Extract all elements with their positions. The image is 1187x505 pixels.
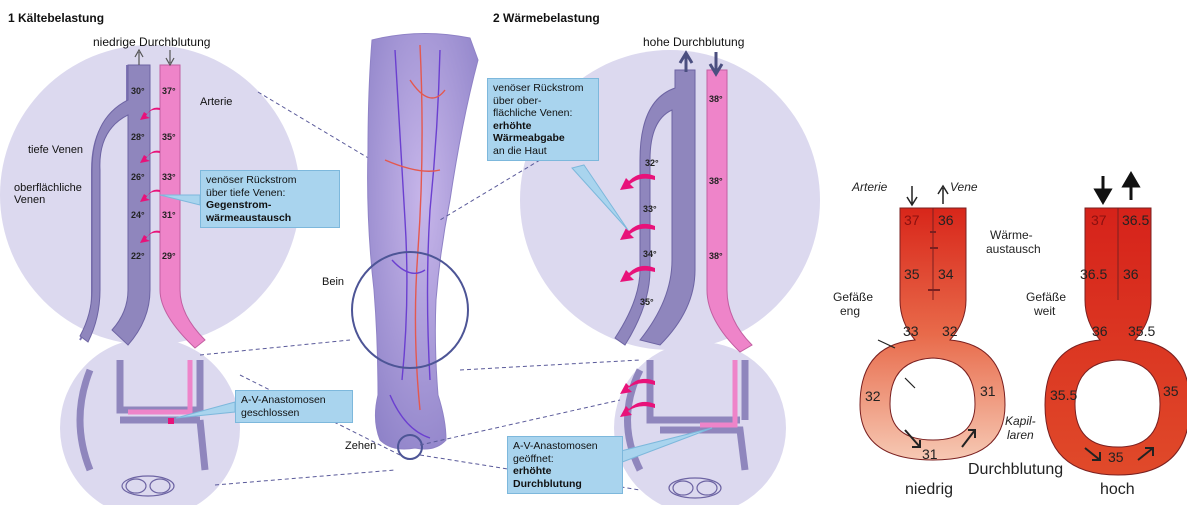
panel2-av-line: Durchblutung (513, 478, 617, 491)
right-loop-temp: 37 (1091, 212, 1107, 228)
panel2-vein-temp: 35° (640, 297, 654, 307)
left-loop-temp: 37 (904, 212, 920, 228)
panel2-av-line: erhöhte (513, 465, 617, 478)
panel1-callout-box: venöser Rückstrom über tiefe Venen: Gege… (200, 170, 340, 228)
right-loop (1045, 208, 1187, 475)
kapil-label-1: Kapil- (1005, 414, 1036, 428)
panel1-artery-temp: 31° (162, 210, 176, 220)
left-loop-up-arrow (938, 186, 948, 204)
panel2-av-line: geöffnet: (513, 453, 617, 466)
bein-label: Bein (322, 276, 344, 289)
gefaesse-eng-label-1: Gefäße (833, 290, 873, 304)
right-loop-down-arrow (1096, 176, 1110, 202)
panel1-av-line: geschlossen (241, 407, 347, 420)
panel1-box-line: venöser Rückstrom (206, 174, 334, 187)
panel2-av-line: A-V-Anastomosen (513, 440, 617, 453)
panel1-title: 1 Kältebelastung (8, 12, 104, 25)
panel1-arterie-label: Arterie (200, 96, 232, 109)
panel2-box-line: flächliche Venen: (493, 107, 593, 120)
right-loop-temp: 36 (1123, 266, 1139, 282)
right-loop-temp: 35 (1108, 449, 1124, 465)
panel2-box-line: erhöhte (493, 120, 593, 133)
left-loop-temp: 32 (865, 388, 881, 404)
right-loop-temp: 36.5 (1122, 212, 1149, 228)
panel2-artery-temp: 38° (709, 251, 723, 261)
left-loop-temp: 32 (942, 323, 958, 339)
hoch-label: hoch (1100, 483, 1135, 497)
panel1-top-label: niedrige Durchblutung (93, 36, 210, 49)
panel1-box-line: Gegenstrom- (206, 199, 334, 212)
gefaesse-eng-label-2: eng (840, 304, 860, 318)
niedrig-label: niedrig (905, 483, 953, 497)
gefaesse-weit-label-1: Gefäße (1026, 290, 1066, 304)
panel2-title: 2 Wärmebelastung (493, 12, 600, 25)
panel2-box-line: über ober- (493, 95, 593, 108)
panel1-av-line: A-V-Anastomosen (241, 394, 347, 407)
left-loop-temp: 34 (938, 266, 954, 282)
left-loop-temp: 36 (938, 212, 954, 228)
durchblutung-label: Durchblutung (968, 463, 1063, 477)
left-loop-temp: 33 (903, 323, 919, 339)
left-loop-temp: 31 (922, 446, 938, 462)
right-vene-label: Vene (950, 180, 978, 194)
panel1-box-line: über tiefe Venen: (206, 187, 334, 200)
panel1-artery-temp: 29° (162, 251, 176, 261)
panel2-box-line: an die Haut (493, 145, 593, 158)
panel1-artery-temp: 35° (162, 132, 176, 142)
waerme-label-1: Wärme- (990, 228, 1033, 242)
panel2-vein-temp: 33° (643, 204, 657, 214)
panel1-oberflaechliche-label-2: Venen (14, 194, 45, 207)
right-loop-temp: 35.5 (1050, 387, 1077, 403)
panel2-callout-box: venöser Rückstrom über ober- flächliche … (487, 78, 599, 161)
panel1-tiefe-venen-label: tiefe Venen (28, 144, 83, 157)
leg-shape (368, 33, 478, 449)
panel2-box-line: Wärmeabgabe (493, 132, 593, 145)
gefaesse-weit-label-2: weit (1034, 304, 1055, 318)
panel1-box-line: wärmeaustausch (206, 212, 334, 225)
right-loop-temp: 35.5 (1128, 323, 1155, 339)
panel1-vein-temp: 30° (131, 86, 145, 96)
right-loop-up-arrow (1124, 174, 1138, 200)
right-loop-temp: 36 (1092, 323, 1108, 339)
panel1-artery-temp: 37° (162, 86, 176, 96)
panel1-vein-temp: 26° (131, 172, 145, 182)
panel1-av-box: A-V-Anastomosen geschlossen (235, 390, 353, 423)
panel2-artery-temp: 38° (709, 94, 723, 104)
panel2-av-box: A-V-Anastomosen geöffnet: erhöhte Durchb… (507, 436, 623, 494)
panel1-vein-temp: 28° (131, 132, 145, 142)
panel1-anastomosis-mark (168, 418, 174, 424)
left-loop-temp: 35 (904, 266, 920, 282)
right-loop-temp: 36.5 (1080, 266, 1107, 282)
panel1-vein-temp: 22° (131, 251, 145, 261)
zehen-label: Zehen (345, 440, 376, 453)
panel1-artery-temp: 33° (162, 172, 176, 182)
left-loop-down-arrow (907, 186, 917, 205)
panel1-vein-temp: 24° (131, 210, 145, 220)
panel2-box-line: venöser Rückstrom (493, 82, 593, 95)
panel2-vein-temp: 34° (643, 249, 657, 259)
waerme-label-2: austausch (986, 242, 1041, 256)
right-loop-temp: 35 (1163, 383, 1179, 399)
right-arterie-label: Arterie (852, 180, 887, 194)
panel2-top-label: hohe Durchblutung (643, 36, 744, 49)
panel2-vein-temp: 32° (645, 158, 659, 168)
panel2-artery-temp: 38° (709, 176, 723, 186)
left-loop-temp: 31 (980, 383, 996, 399)
kapil-label-2: laren (1007, 428, 1034, 442)
